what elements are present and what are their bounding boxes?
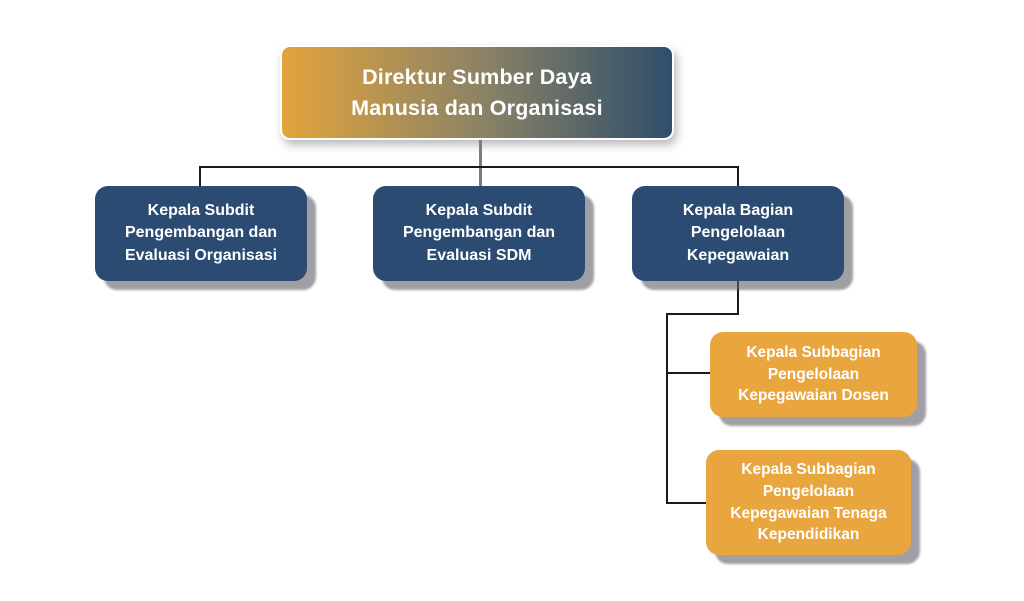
connector-level3-branch-dosen <box>666 372 712 374</box>
org-node-subbagian-kepegawaian-dosen: Kepala Subbagian Pengelolaan Kepegawaian… <box>710 332 917 417</box>
org-node-subdit-evaluasi-organisasi: Kepala Subdit Pengembangan dan Evaluasi … <box>95 186 307 281</box>
connector-level3-branch-tendik <box>666 502 708 504</box>
connector-level3-trunk <box>666 313 668 504</box>
org-node-subdit-evaluasi-sdm: Kepala Subdit Pengembangan dan Evaluasi … <box>373 186 585 281</box>
connector-level2-drop-left <box>199 166 201 187</box>
connector-root-stem <box>479 140 482 187</box>
org-node-direktur-sdm: Direktur Sumber Daya Manusia dan Organis… <box>280 45 674 140</box>
connector-level3-elbow <box>666 313 739 315</box>
org-node-subbagian-kepegawaian-tendik: Kepala Subbagian Pengelolaan Kepegawaian… <box>706 450 911 555</box>
connector-level2-horizontal <box>199 166 739 168</box>
connector-level3-stem <box>737 281 739 315</box>
org-node-bagian-pengelolaan-kepegawaian: Kepala Bagian Pengelolaan Kepegawaian <box>632 186 844 281</box>
connector-level2-drop-right <box>737 166 739 187</box>
